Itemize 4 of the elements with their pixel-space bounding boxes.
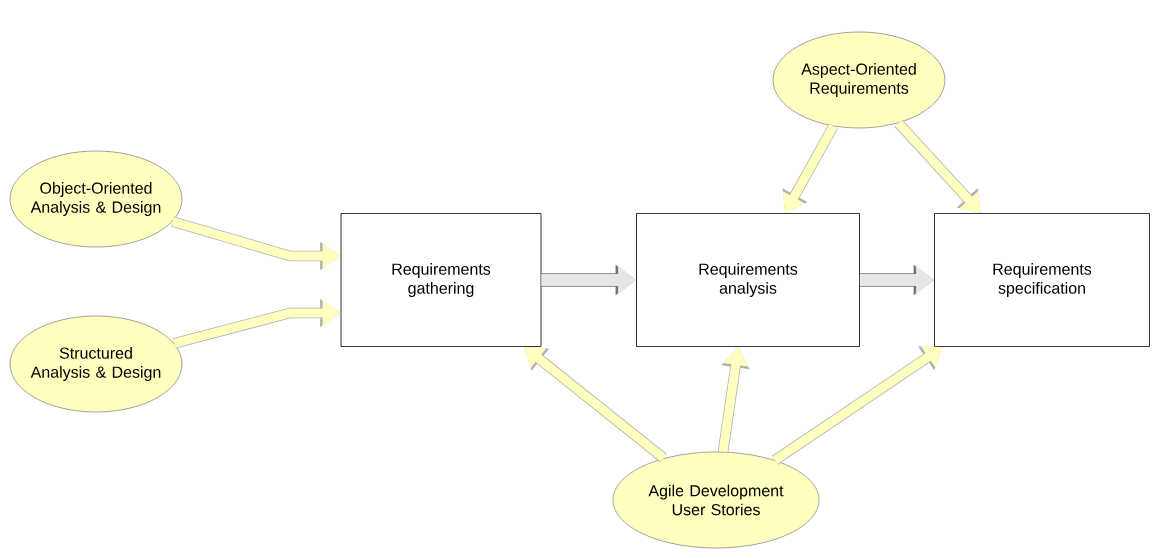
process-box: Requirements specification <box>934 213 1150 347</box>
block-arrow <box>894 119 981 213</box>
process-box: Requirements gathering <box>340 213 542 347</box>
process-box: Requirements analysis <box>636 213 860 347</box>
